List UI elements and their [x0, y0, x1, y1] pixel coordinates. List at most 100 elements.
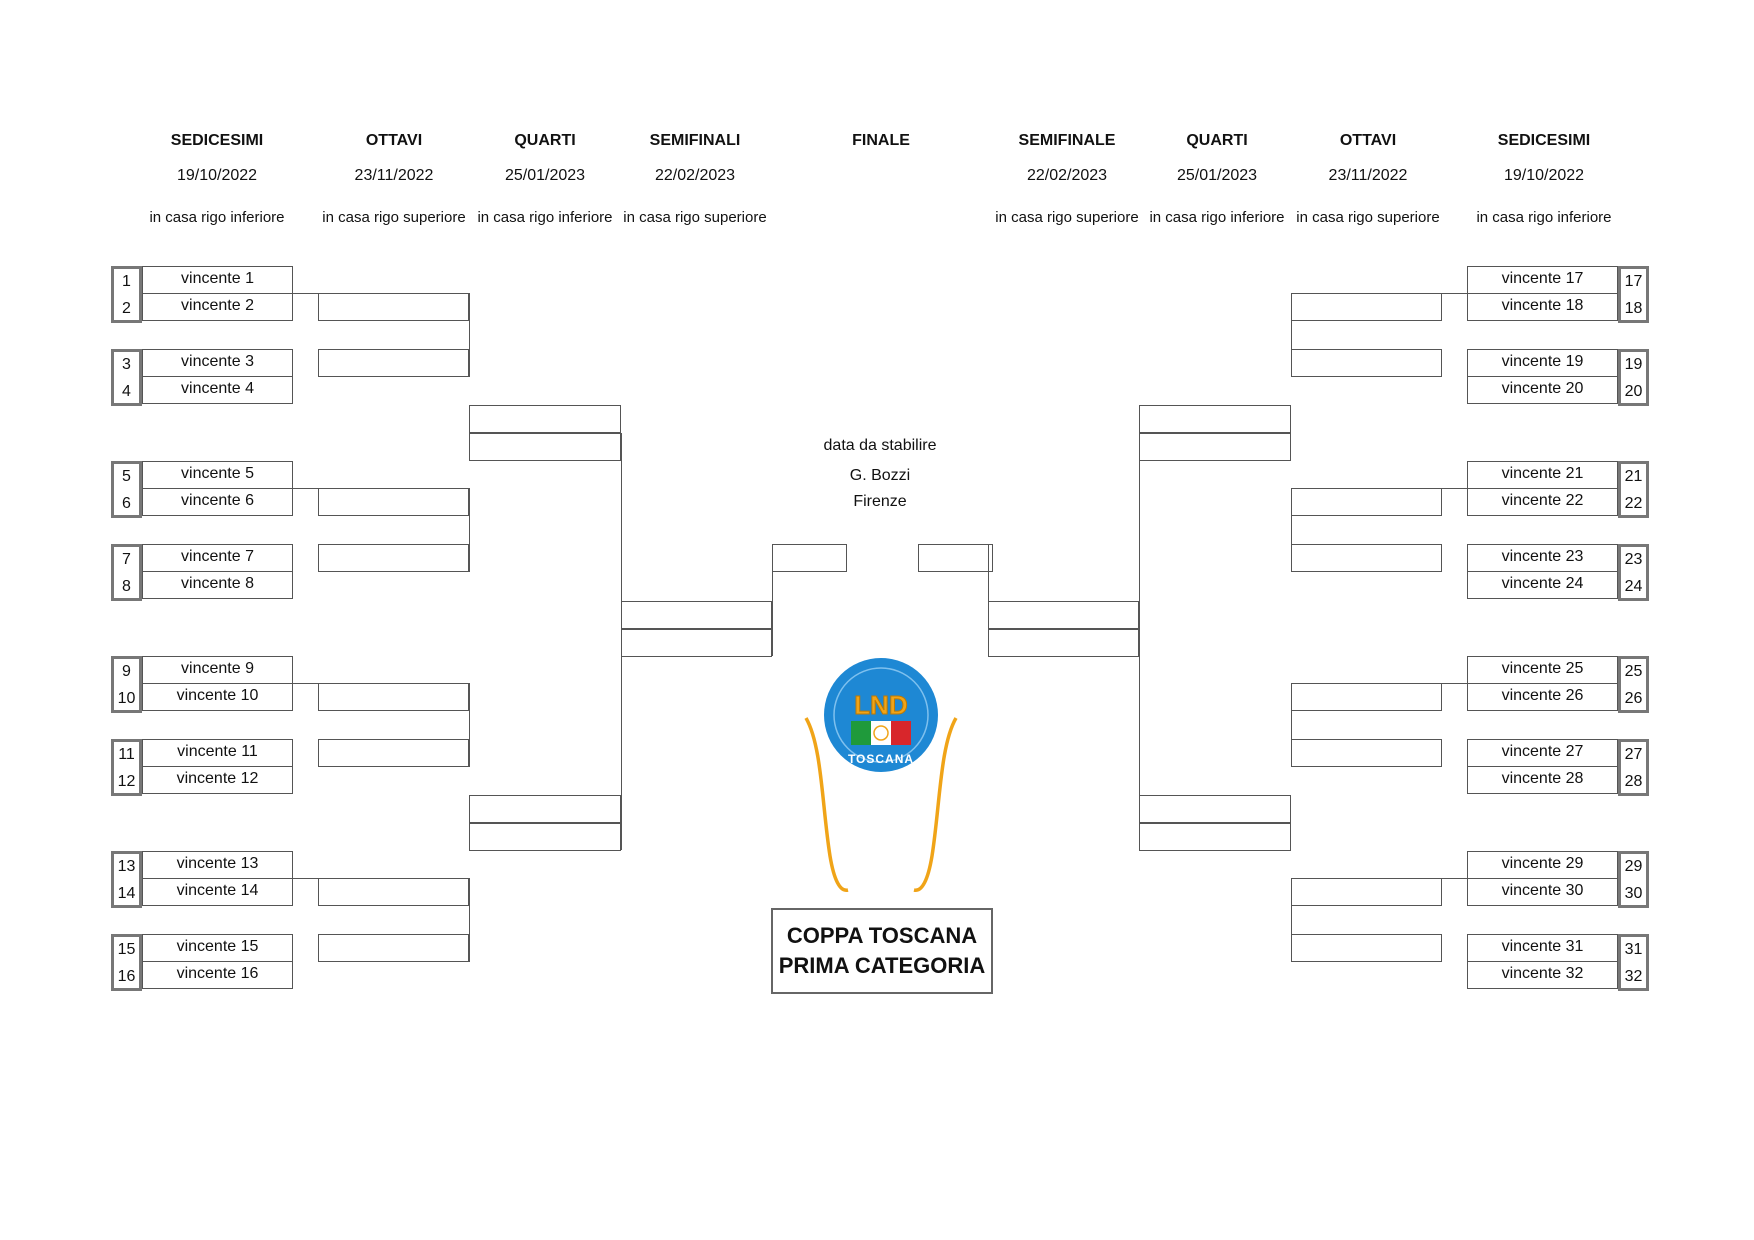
- team-slot[interactable]: vincente 9: [142, 656, 293, 684]
- team-slot[interactable]: vincente 18: [1467, 293, 1618, 321]
- team-slot[interactable]: vincente 4: [142, 376, 293, 404]
- team-slot[interactable]: vincente 11: [142, 739, 293, 767]
- seed-number: 13: [117, 858, 136, 875]
- ottavi-slot[interactable]: [318, 349, 469, 377]
- team-slot[interactable]: vincente 2: [142, 293, 293, 321]
- team-slot[interactable]: vincente 15: [142, 934, 293, 962]
- team-slot[interactable]: vincente 24: [1467, 571, 1618, 599]
- ottavi-slot[interactable]: [318, 934, 469, 962]
- bracket-line: [1291, 488, 1292, 572]
- seed-number: 15: [117, 941, 136, 958]
- ottavi-slot[interactable]: [318, 544, 469, 572]
- quarti-slot[interactable]: [1139, 795, 1291, 823]
- bracket-line: [293, 683, 318, 684]
- team-slot[interactable]: vincente 27: [1467, 739, 1618, 767]
- ottavi-slot[interactable]: [1291, 683, 1442, 711]
- ottavi-slot[interactable]: [318, 683, 469, 711]
- quarti-slot[interactable]: [469, 795, 621, 823]
- trophy-title: COPPA TOSCANA PRIMA CATEGORIA: [771, 908, 993, 994]
- team-slot[interactable]: vincente 25: [1467, 656, 1618, 684]
- ottavi-slot[interactable]: [318, 488, 469, 516]
- team-slot[interactable]: vincente 21: [1467, 461, 1618, 489]
- seed-number: 20: [1624, 383, 1643, 400]
- ottavi-slot[interactable]: [1291, 544, 1442, 572]
- ottavi-slot[interactable]: [318, 293, 469, 321]
- team-slot[interactable]: vincente 30: [1467, 878, 1618, 906]
- quarti-slot[interactable]: [469, 823, 621, 851]
- round-title: SEDICESIMI: [1497, 132, 1591, 149]
- team-slot[interactable]: vincente 6: [142, 488, 293, 516]
- quarti-slot[interactable]: [1139, 823, 1291, 851]
- team-slot[interactable]: vincente 10: [142, 683, 293, 711]
- team-slot[interactable]: vincente 12: [142, 766, 293, 794]
- team-slot[interactable]: vincente 28: [1467, 766, 1618, 794]
- ottavi-slot[interactable]: [318, 739, 469, 767]
- team-slot[interactable]: vincente 16: [142, 961, 293, 989]
- bracket-line: [1442, 488, 1467, 489]
- quarti-slot[interactable]: [469, 433, 621, 461]
- round-title: QUARTI: [1186, 132, 1248, 149]
- seed-number: 17: [1624, 273, 1643, 290]
- semifinale-slot[interactable]: [621, 629, 772, 657]
- seed-number: 3: [122, 356, 131, 373]
- team-slot[interactable]: vincente 26: [1467, 683, 1618, 711]
- round-title: SEDICESIMI: [170, 132, 264, 149]
- quarti-slot[interactable]: [469, 405, 621, 433]
- trophy-graphic: [804, 658, 958, 892]
- ottavi-slot[interactable]: [318, 878, 469, 906]
- seed-number: 25: [1624, 663, 1643, 680]
- ottavi-slot[interactable]: [1291, 739, 1442, 767]
- round-note: in casa rigo superiore: [322, 209, 466, 226]
- team-slot[interactable]: vincente 32: [1467, 961, 1618, 989]
- seed-number: 4: [122, 383, 131, 400]
- finale-slot[interactable]: [772, 544, 847, 572]
- round-title: QUARTI: [514, 132, 576, 149]
- team-slot[interactable]: vincente 3: [142, 349, 293, 377]
- team-slot[interactable]: vincente 7: [142, 544, 293, 572]
- ottavi-slot[interactable]: [1291, 488, 1442, 516]
- round-date: 19/10/2022: [1503, 167, 1585, 184]
- quarti-slot[interactable]: [1139, 405, 1291, 433]
- seed-number: 22: [1624, 495, 1643, 512]
- team-slot[interactable]: vincente 8: [142, 571, 293, 599]
- team-slot[interactable]: vincente 17: [1467, 266, 1618, 294]
- team-slot[interactable]: vincente 14: [142, 878, 293, 906]
- semifinale-slot[interactable]: [621, 601, 772, 629]
- quarti-slot[interactable]: [1139, 433, 1291, 461]
- bracket-line: [772, 544, 773, 656]
- team-slot[interactable]: vincente 20: [1467, 376, 1618, 404]
- round-note: in casa rigo superiore: [995, 209, 1139, 226]
- team-slot[interactable]: vincente 22: [1467, 488, 1618, 516]
- team-slot[interactable]: vincente 23: [1467, 544, 1618, 572]
- semifinale-slot[interactable]: [988, 601, 1139, 629]
- finale-slot[interactable]: [918, 544, 993, 572]
- bracket-line: [1291, 683, 1292, 767]
- ottavi-slot[interactable]: [1291, 934, 1442, 962]
- seed-number: 26: [1624, 690, 1643, 707]
- team-slot[interactable]: vincente 31: [1467, 934, 1618, 962]
- seed-number: 12: [117, 773, 136, 790]
- team-slot[interactable]: vincente 1: [142, 266, 293, 294]
- trophy-title-line2: PRIMA CATEGORIA: [778, 953, 986, 978]
- team-slot[interactable]: vincente 5: [142, 461, 293, 489]
- seed-number: 32: [1624, 968, 1643, 985]
- ottavi-slot[interactable]: [1291, 878, 1442, 906]
- bracket-line: [1442, 683, 1467, 684]
- seed-number: 11: [118, 746, 135, 763]
- ottavi-slot[interactable]: [1291, 293, 1442, 321]
- team-slot[interactable]: vincente 13: [142, 851, 293, 879]
- ottavi-slot[interactable]: [1291, 349, 1442, 377]
- seed-number: 28: [1624, 773, 1643, 790]
- team-slot[interactable]: vincente 29: [1467, 851, 1618, 879]
- bracket-line: [293, 293, 318, 294]
- semifinale-slot[interactable]: [988, 629, 1139, 657]
- team-slot[interactable]: vincente 19: [1467, 349, 1618, 377]
- round-note: in casa rigo superiore: [1296, 209, 1440, 226]
